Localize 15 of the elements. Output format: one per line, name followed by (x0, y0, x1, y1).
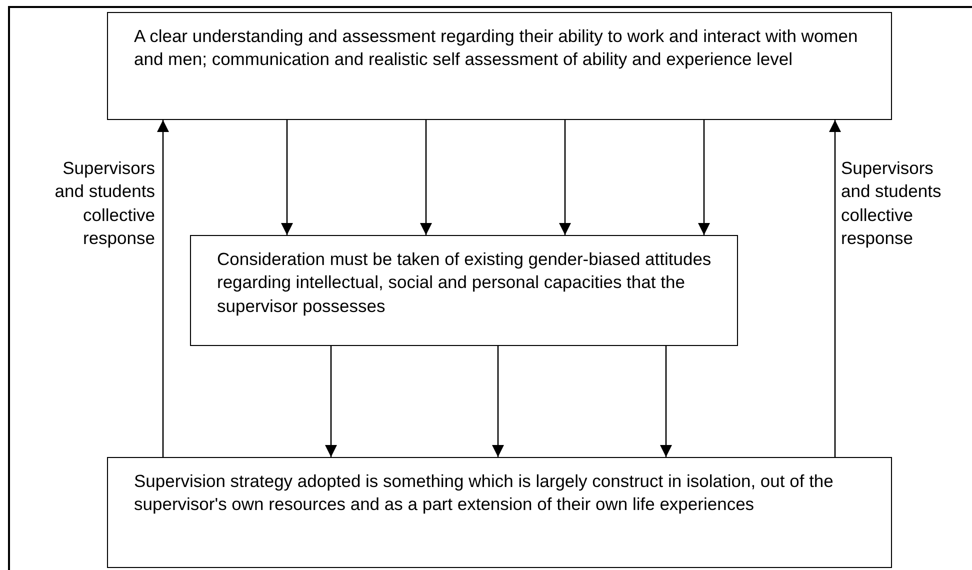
arrow (420, 120, 432, 235)
process-box (107, 12, 892, 120)
arrow (698, 120, 710, 235)
box-text: Supervision strategy adopted is something which is largely construct in isolation, out of the supervisor's own resources and as a part extension of their own life experiences (134, 470, 834, 516)
box-text: A clear understanding and assessment regarding their ability to work and interact with women and men; communication and realistic self assessment of ability and experience level (134, 25, 859, 72)
process-box (190, 235, 738, 346)
arrow (325, 346, 337, 457)
arrow (829, 120, 841, 457)
box-text: Consideration must be taken of existing gender-biased attitudes regarding intellectual, social and personal capacities that the supervisor possesses (217, 248, 712, 318)
arrow (157, 120, 169, 457)
arrow (660, 346, 672, 457)
process-box (107, 457, 892, 568)
arrow (559, 120, 571, 235)
arrow (492, 346, 504, 457)
arrow (281, 120, 293, 235)
